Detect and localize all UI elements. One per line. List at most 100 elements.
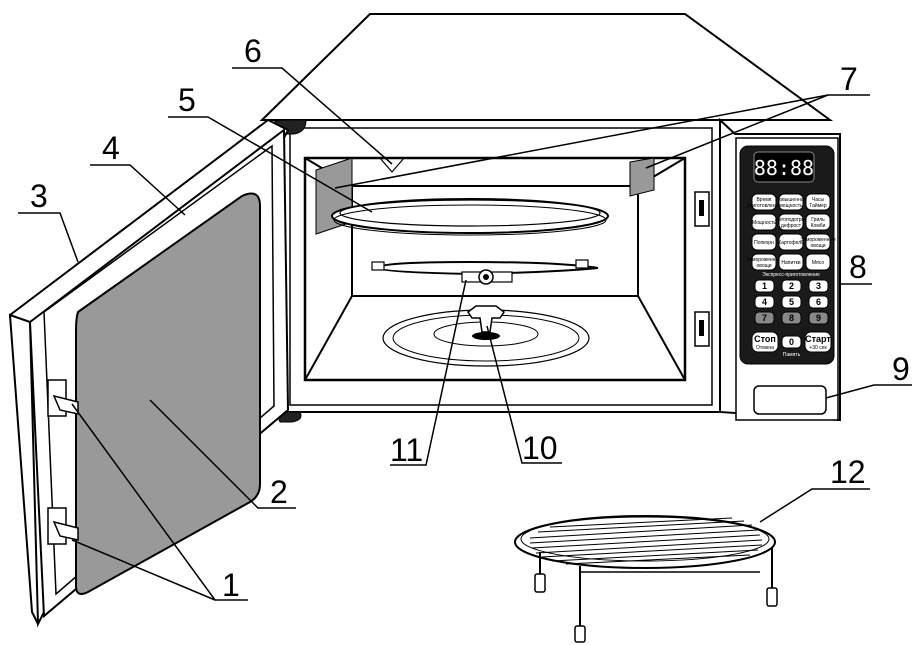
svg-text:Таймер: Таймер [809, 202, 827, 209]
svg-text:Время: Время [756, 197, 771, 203]
svg-text:Замороженные: Замороженные [800, 237, 836, 243]
callout-1: 1 [222, 567, 240, 603]
callout-7: 7 [840, 61, 858, 97]
leader-12 [759, 488, 870, 523]
callout-5: 5 [178, 82, 196, 118]
svg-text:Напитки: Напитки [781, 260, 800, 266]
coupler [466, 305, 506, 340]
display [753, 151, 815, 183]
svg-text:Автоподогрев: Автоподогрев [775, 217, 807, 223]
leader-10 [486, 325, 562, 464]
svg-text:1: 1 [762, 281, 767, 291]
leader-11 [390, 279, 467, 466]
btn-popcorn[interactable] [751, 233, 777, 251]
svg-text:Попкорн: Попкорн [754, 240, 774, 246]
door-window [75, 192, 261, 595]
svg-text:Повышенная: Повышенная [776, 197, 807, 203]
btn-high-power[interactable] [778, 193, 804, 211]
svg-text:Стоп: Стоп [754, 334, 776, 344]
svg-text:дефрост: дефрост [781, 223, 802, 229]
express-label: Экспресс-приготовление [762, 272, 820, 278]
btn-clock-timer[interactable] [805, 193, 831, 211]
btn-frozen-veg-2[interactable] [751, 253, 777, 271]
door-latch-top [47, 379, 79, 417]
svg-text:Картофель: Картофель [778, 240, 804, 246]
key-3[interactable] [808, 279, 829, 293]
key-7[interactable] [754, 311, 775, 325]
leader-6 [232, 67, 393, 165]
door-latch-bottom [47, 507, 79, 545]
svg-text:9: 9 [816, 313, 821, 323]
display-readout: 88:88 [754, 156, 814, 180]
btn-potato[interactable] [778, 233, 804, 251]
leader-5 [168, 116, 373, 213]
svg-text:овощи: овощи [810, 243, 825, 249]
svg-text:овощи: овощи [756, 263, 771, 269]
cavity-frame [289, 127, 713, 406]
leader-9 [825, 384, 912, 399]
function-buttons: Время приготовления Повышенная мощность … [746, 193, 836, 278]
btn-meat[interactable] [805, 253, 831, 271]
callout-8: 8 [849, 249, 867, 285]
door-release-button[interactable] [753, 385, 827, 415]
leader-lines [18, 67, 912, 601]
key-2[interactable] [781, 279, 802, 293]
glass-tray [331, 198, 609, 236]
svg-text:Отмена: Отмена [756, 345, 774, 351]
svg-text:Гриль: Гриль [811, 217, 825, 223]
btn-auto-defrost[interactable] [778, 213, 804, 231]
memory-label: Память [783, 352, 801, 358]
grill-rack [514, 515, 778, 643]
svg-text:Комби: Комби [811, 223, 826, 229]
callout-9: 9 [892, 351, 910, 387]
btn-drinks[interactable] [778, 253, 804, 271]
svg-text:4: 4 [762, 297, 767, 307]
callout-6: 6 [244, 33, 262, 69]
key-9[interactable] [808, 311, 829, 325]
svg-text:мощность: мощность [779, 203, 803, 209]
svg-text:2: 2 [789, 281, 794, 291]
key-0[interactable] [781, 335, 802, 349]
callout-11: 11 [390, 432, 423, 468]
svg-text:+30 сек: +30 сек [809, 345, 827, 351]
svg-text:Мощность: Мощность [752, 220, 776, 226]
leader-3 [18, 212, 79, 263]
svg-text:6: 6 [816, 297, 821, 307]
leader-4 [90, 164, 186, 216]
svg-text:0: 0 [789, 337, 794, 347]
key-1[interactable] [754, 279, 775, 293]
svg-text:3: 3 [816, 281, 821, 291]
callout-10: 10 [522, 430, 558, 466]
callout-12: 12 [830, 454, 866, 490]
btn-grill-combi[interactable] [805, 213, 831, 231]
mica-cover-right [629, 157, 655, 197]
leader-1b [71, 539, 216, 601]
number-pad: 1 2 3 4 5 6 7 8 9 Стоп Отмена 0 Память С… [751, 279, 832, 358]
door [8, 118, 290, 628]
svg-text:Часы: Часы [812, 197, 825, 203]
btn-frozen-veg[interactable] [805, 233, 831, 251]
latch-slots [694, 191, 710, 347]
callout-4: 4 [102, 130, 120, 166]
svg-text:Старт: Старт [805, 334, 831, 344]
key-5[interactable] [781, 295, 802, 309]
btn-cook-time[interactable] [751, 193, 777, 211]
svg-text:приготовления: приготовления [747, 203, 781, 209]
svg-text:5: 5 [789, 297, 794, 307]
stop-button[interactable] [751, 331, 779, 353]
cabinet-top [259, 13, 834, 121]
oven-cavity [303, 156, 687, 382]
roller-ring [371, 259, 599, 285]
svg-text:Замороженные: Замороженные [746, 257, 782, 263]
svg-text:8: 8 [789, 313, 794, 323]
key-4[interactable] [754, 295, 775, 309]
btn-power[interactable] [751, 213, 777, 231]
svg-text:Мясо: Мясо [812, 260, 824, 266]
start-button[interactable] [804, 331, 832, 353]
key-8[interactable] [781, 311, 802, 325]
callout-2: 2 [270, 474, 288, 510]
key-6[interactable] [808, 295, 829, 309]
leader-7b [645, 94, 829, 169]
leader-2 [149, 399, 296, 509]
